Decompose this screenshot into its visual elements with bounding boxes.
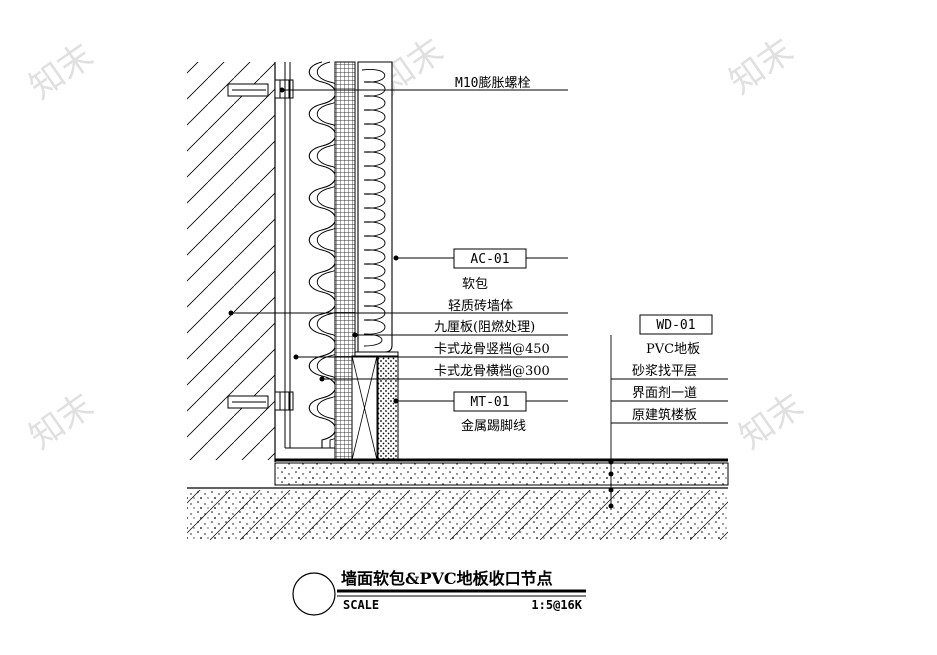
watermark: 知末 bbox=[732, 386, 811, 458]
watermark: 知末 bbox=[22, 36, 101, 108]
wd-tag-box bbox=[639, 314, 713, 335]
scale-value: 1:5@16K bbox=[531, 598, 582, 612]
label-interface: 界面剂一道 bbox=[632, 386, 697, 401]
leader-lines bbox=[231, 89, 728, 510]
label-stud-v: 卡式龙骨竖档@450 bbox=[434, 342, 550, 357]
drawing-title: 墙面软包&PVC地板收口节点 bbox=[341, 569, 553, 588]
detail-circle-icon bbox=[292, 572, 336, 616]
label-wd-tag: WD-01 bbox=[656, 318, 695, 333]
watermark: 知末 bbox=[22, 386, 101, 458]
label-ac-tag: AC-01 bbox=[470, 252, 509, 267]
label-brick-wall: 轻质砖墙体 bbox=[448, 299, 513, 314]
label-bolt: M10膨胀螺栓 bbox=[455, 76, 530, 91]
label-mortar: 砂浆找平层 bbox=[632, 364, 697, 379]
skirting-wood-block bbox=[351, 355, 378, 461]
mt-tag-box bbox=[453, 391, 527, 412]
label-soft-pack: 软包 bbox=[462, 277, 488, 292]
leader-dots bbox=[228, 87, 614, 509]
label-nine-board: 九厘板(阻燃处理) bbox=[434, 319, 535, 335]
label-mt-tag: MT-01 bbox=[470, 395, 509, 410]
label-pvc-floor: PVC地板 bbox=[646, 342, 700, 357]
label-stud-h: 卡式龙骨横档@300 bbox=[434, 364, 550, 379]
metal-skirting bbox=[377, 355, 399, 461]
title-block: 墙面软包&PVC地板收口节点 SCALE 1:5@16K bbox=[292, 569, 586, 616]
floor-layers bbox=[187, 458, 729, 540]
watermark: 知末 bbox=[722, 31, 801, 103]
ac-tag-box bbox=[453, 248, 527, 269]
scale-label: SCALE bbox=[343, 598, 379, 612]
cross-stud-profile bbox=[308, 61, 337, 448]
label-metal-skirting: 金属踢脚线 bbox=[461, 418, 526, 434]
brick-wall bbox=[187, 62, 275, 460]
soft-pack-panel bbox=[355, 61, 399, 359]
label-slab: 原建筑楼板 bbox=[632, 407, 697, 423]
